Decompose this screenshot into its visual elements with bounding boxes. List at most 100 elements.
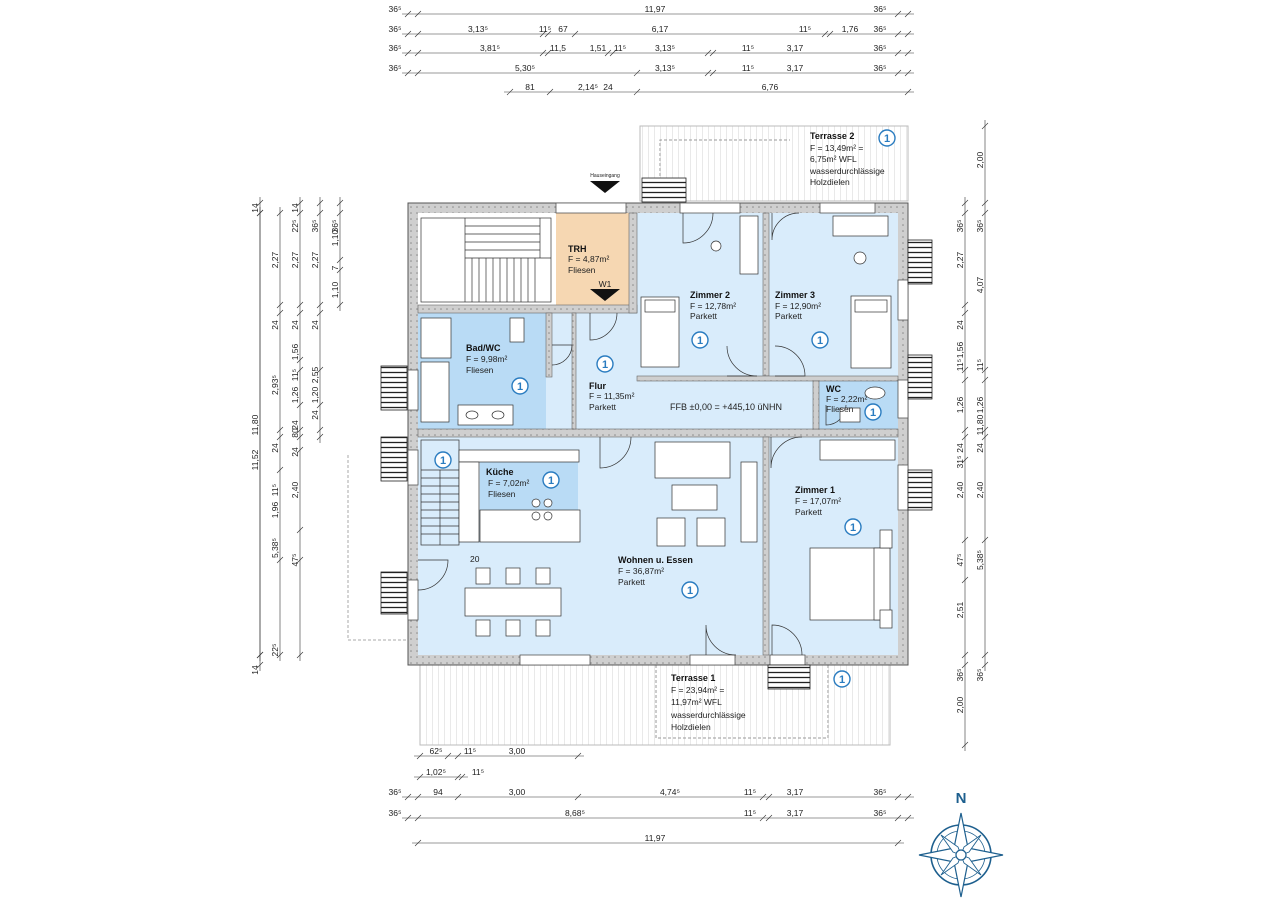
zimmer1-area: F = 17,07m² (795, 496, 841, 506)
north-compass-icon (918, 812, 1004, 898)
left-dim-col1-label: 11,80 (250, 414, 260, 435)
kueche-floor: Fliesen (488, 489, 516, 499)
room-marker-circle (833, 670, 851, 688)
left-dim-col2-label: 1,96 (270, 501, 280, 518)
bottom-dim-row4-label: 8,68⁵ (565, 808, 585, 818)
trh-area: F = 4,87m² (568, 254, 610, 264)
room-marker-label: 1 (602, 359, 608, 371)
left-dim-col4-label: 2,40 (290, 481, 300, 498)
room-marker-circle (681, 581, 699, 599)
right-dim-col1-label: 1,26 (955, 396, 965, 413)
left-dim-col2-label: 2,93⁵ (270, 375, 280, 395)
bad-floor: Fliesen (466, 365, 494, 375)
right-dim-col2-label: 36⁵ (975, 220, 985, 233)
left-dim-col2-label: 24 (270, 443, 280, 453)
left-dim-col6-label: 1,10 (330, 229, 340, 246)
trh-floor: Fliesen (568, 265, 596, 275)
right-dim-col2-label: 2,40 (975, 481, 985, 498)
staircase-lower (420, 439, 460, 546)
north-label: N (956, 790, 967, 807)
room-marker-label: 1 (817, 335, 823, 347)
bottom-dim-row1-label: 3,00 (509, 746, 526, 756)
top-dim-row2-label: 6,17 (652, 24, 669, 34)
bad-area: F = 9,98m² (466, 354, 508, 364)
bottom-dim-row5-label: 11,97 (645, 833, 666, 843)
left-dim-col5-label: 24 (310, 320, 320, 330)
top-dim-row3-label: 3,81⁵ (480, 43, 500, 53)
top-dim-row4-label: 3,17 (787, 63, 804, 73)
left-dim-col6-label: 7 (330, 265, 340, 270)
top-dim-row2-label: 36⁵ (874, 24, 887, 34)
top-dim-row2-label: 67 (558, 24, 568, 34)
top-dim-row1-label: 36⁵ (389, 4, 402, 14)
top-dim-row4-label: 3,13⁵ (655, 63, 675, 73)
bottom-dim-row3-label: 3,17 (787, 787, 804, 797)
w1-arrow-icon (590, 289, 620, 301)
room-marker-circle (542, 471, 560, 489)
terrasse1-line1: F = 23,94m² = (671, 685, 724, 695)
zimmer1-floor: Parkett (795, 507, 823, 517)
right-dim-col2-label: 11,80 (975, 414, 985, 435)
wc-floor: Fliesen (826, 404, 854, 414)
left-dim-col2-label: 22⁵ (270, 644, 280, 657)
room-marker-label: 1 (440, 455, 446, 467)
bottom-dim-row3-label: 4,74⁵ (660, 787, 680, 797)
room-marker-label: 1 (697, 335, 703, 347)
right-dim-col1-label: 2,00 (955, 696, 965, 713)
left-dim-col2-label: 5,38⁵ (270, 538, 280, 558)
left-dim-col4-label: 14 (290, 203, 300, 213)
right-dim-col2-label: 5,38⁵ (975, 550, 985, 570)
terrace-1 (419, 664, 891, 746)
right-dim-col1-label: 11⁵ (955, 359, 965, 371)
top-dim-row1-label: 11,97 (645, 4, 666, 14)
zimmer1-name: Zimmer 1 (795, 485, 835, 495)
room-marker-circle (691, 331, 709, 349)
kueche-name: Küche (486, 467, 514, 477)
top-dim-row4-label: 5,30⁵ (515, 63, 535, 73)
terrasse2-line3: wasserdurchlässige (809, 166, 885, 176)
bottom-dim-row2-label: 11⁵ (472, 767, 484, 777)
room-marker-circle (434, 451, 452, 469)
right-dim-col1-label: 47⁵ (955, 554, 965, 567)
terrasse1-line3: wasserdurchlässige (670, 710, 746, 720)
top-dim-row3-label: 11⁵ (742, 43, 754, 53)
terrace-1-dashed-outline (655, 665, 829, 739)
top-dim-row3-label: 11⁵ (614, 43, 626, 53)
room-marker-circle (878, 129, 896, 147)
kueche-area: F = 7,02m² (488, 478, 530, 488)
terrasse2-line4: Holzdielen (810, 177, 850, 187)
right-dim-col2-label: 4,07 (975, 276, 985, 293)
room-marker-label: 1 (850, 522, 856, 534)
top-dim-row2-label: 3,13⁵ (468, 24, 488, 34)
right-dim-col1-label: 2,27 (955, 251, 965, 268)
top-dim-row3-label: 36⁵ (874, 43, 887, 53)
wc-name: WC (826, 384, 841, 394)
doors (417, 212, 847, 656)
top-dim-row4-label: 11⁵ (742, 63, 754, 73)
terrasse2-line1: F = 13,49m² = (810, 143, 863, 153)
right-dim-col1-label: 1,56 (955, 341, 965, 358)
zimmer3-floor: Parkett (775, 311, 803, 321)
top-dim-row3-label: 3,17 (787, 43, 804, 53)
left-dim-col2-label: 11⁵ (270, 484, 280, 496)
bottom-dim-row4-label: 36⁵ (874, 808, 887, 818)
dimension-lines (256, 10, 989, 847)
left-dim-col4-label: 24 (290, 320, 300, 330)
right-dim-col2-label: 24 (975, 443, 985, 453)
terrasse2-name: Terrasse 2 (810, 131, 854, 141)
right-dim-col1-label: 31⁵ (955, 456, 965, 469)
top-dim-row3-label: 3,13⁵ (655, 43, 675, 53)
room-zimmer-1 (769, 437, 898, 655)
radiators (380, 177, 933, 690)
terrasse2-line2: 6,75m² WFL (810, 154, 857, 164)
top-dim-row2-label: 1,76 (842, 24, 859, 34)
room-marker-label: 1 (687, 585, 693, 597)
left-dim-col1-label: 14 (250, 203, 260, 213)
top-dim-row4-label: 36⁵ (389, 63, 402, 73)
bottom-dim-row2-label: 1,02⁵ (426, 767, 446, 777)
bottom-dim-row3-label: 94 (433, 787, 443, 797)
label-kueche: Küche F = 7,02m² Fliesen (486, 467, 530, 499)
left-dim-col6-label: 36⁵ (330, 220, 340, 233)
room-marker-label: 1 (839, 674, 845, 686)
